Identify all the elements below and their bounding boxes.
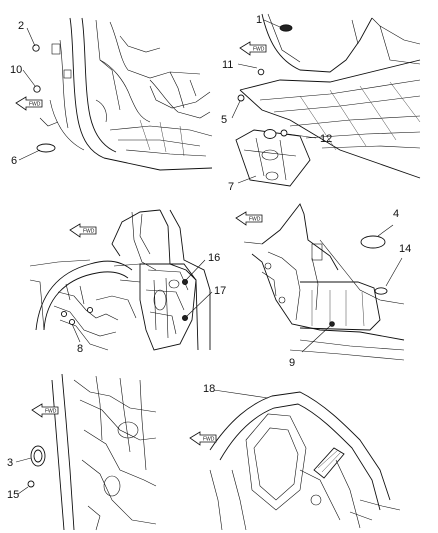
svg-text:FWD: FWD (45, 409, 57, 415)
callout-7: 7 (228, 181, 234, 193)
callout-4: 4 (393, 208, 399, 220)
svg-text:FWD: FWD (29, 102, 41, 108)
callout-labels: 1 2 3 4 5 6 7 8 9 10 11 12 14 15 16 17 1… (7, 14, 411, 501)
arrow-view-3: FWD (69, 223, 97, 238)
svg-text:FWD: FWD (83, 229, 95, 235)
view-quarter-window (209, 389, 401, 531)
callout-8: 8 (77, 343, 83, 355)
callout-9: 9 (289, 357, 295, 369)
callout-3: 3 (7, 457, 13, 469)
callout-6: 6 (11, 155, 17, 167)
callout-15: 15 (7, 489, 19, 501)
svg-text:FWD: FWD (253, 47, 265, 53)
arrow-view-6: FWD (189, 431, 217, 446)
callout-2: 2 (18, 20, 24, 32)
svg-text:FWD: FWD (203, 437, 215, 443)
callout-12: 12 (320, 133, 332, 145)
arrow-view-5: FWD (31, 403, 59, 418)
svg-text:FWD: FWD (249, 217, 261, 223)
view-lower-rocker (15, 373, 157, 531)
callout-5: 5 (221, 114, 227, 126)
callout-11: 11 (222, 59, 233, 71)
callout-18: 18 (203, 383, 215, 395)
callout-1: 1 (256, 14, 262, 26)
callout-14: 14 (399, 243, 411, 255)
callout-16: 16 (208, 252, 220, 264)
view-wheel-well (29, 209, 161, 351)
view-pillar (113, 209, 213, 351)
arrow-view-1: FWD (15, 96, 43, 111)
arrow-view-2: FWD (239, 41, 267, 56)
view-cargo-floor (231, 13, 421, 187)
view-rear-quarter (243, 203, 405, 361)
arrow-view-4: FWD (235, 211, 263, 226)
callout-17: 17 (214, 285, 226, 297)
view-front-door-floor (18, 17, 213, 171)
callout-10: 10 (10, 64, 22, 76)
